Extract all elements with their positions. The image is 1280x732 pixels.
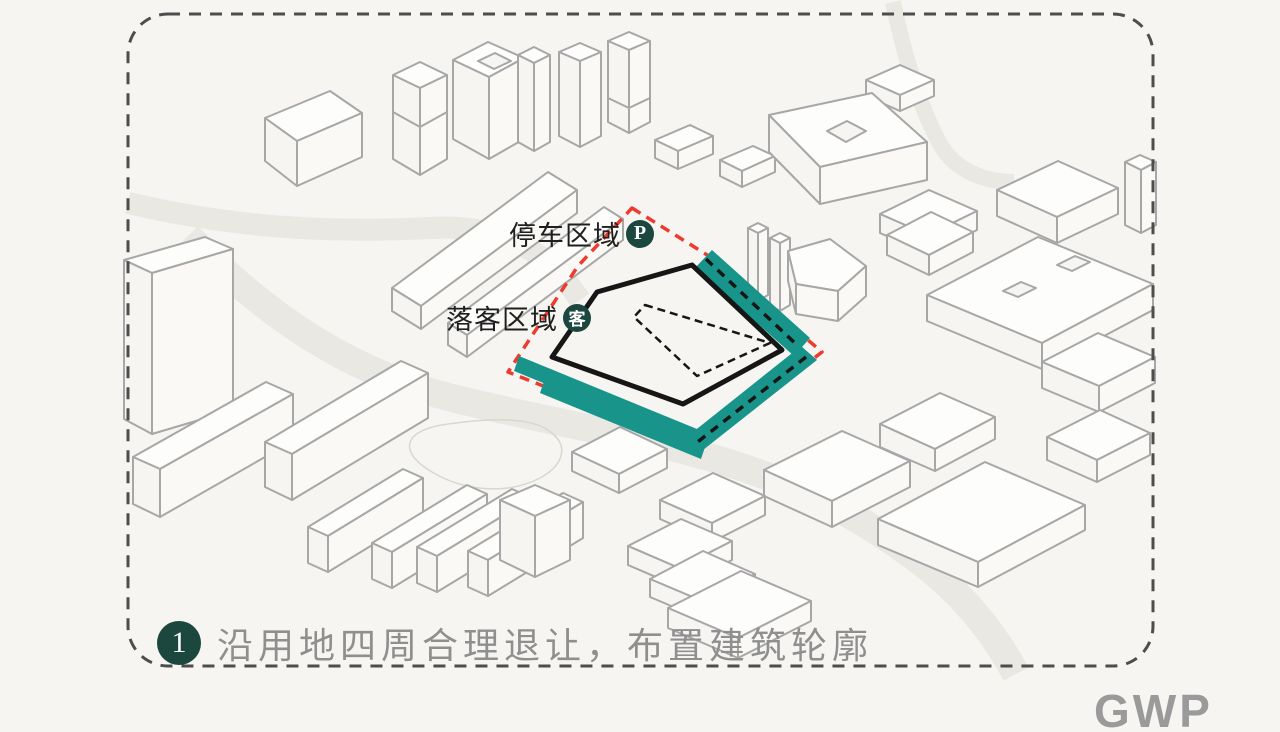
bldg-box500-right [534,499,571,578]
bldg-slimbar3-end [416,546,438,593]
bldg-cube-topleft-right [296,112,363,187]
bldg-bar1047-right [1096,432,1151,483]
bldg-pentagon-house-right [837,265,867,322]
bldg-slimbar4-end [467,550,489,597]
bldg-pentagon-house-front [795,283,839,322]
bldg-tower2-right [628,40,651,134]
bldg-slantroof-right [1056,187,1119,244]
step-caption-text: 沿用地四周合理退让，布置建筑轮廓 [217,626,874,666]
bldg-lshape-right [928,231,974,276]
bldg-leftbar-B-front [291,372,429,501]
bldg-courtyard2-holeB [1056,255,1091,272]
bldg-bar668-right [737,600,812,659]
site-inner-dashed-volume [632,303,772,378]
bldg-right-thin-right [1140,161,1157,234]
bldg-tower-partial-right [533,54,551,152]
step-number-badge: 1 [157,621,201,665]
bldg-courtyard-big-hole [826,120,867,143]
dropoff-zone-text: 落客区域 [446,305,558,335]
landscape-contour [408,419,563,490]
bldg-tower-partial-left [517,54,535,152]
bldg-courtyard-tower-hole [477,52,512,70]
bldg-tower-pair-divider [392,111,448,128]
bldg-courtyard-big-right [819,141,928,205]
parking-badge-icon: P [626,219,654,248]
site-building-outline [549,262,785,407]
bldg-courtyard-tower-left [452,59,490,160]
bldg-tower-pair-right [419,74,448,176]
dropoff-zone-label: 落客区域 客 [446,298,591,337]
bldg-bar880-right [934,416,996,472]
frame-dashed-border [126,12,1155,668]
bldg-thintower-b-left [769,237,781,312]
gwp-logo: GWP [1094,685,1213,732]
bldg-bigbar878-right [977,504,1086,588]
bldg-tower1-left [558,51,581,148]
bldg-tower2-divider [607,97,651,109]
bldg-bigbox763-right [831,460,911,528]
bldg-box572-right [618,448,668,494]
bldg-slimbar1-end [307,526,329,573]
bldg-thintower-a-right [757,227,769,302]
bldg-slabA-front [420,189,578,330]
site-dash-line-upper-right [704,257,800,348]
bldg-courtyard2-holeA [1002,281,1037,298]
bldg-right-thin-left [1124,161,1142,234]
dropoff-badge-icon: 客 [563,303,591,332]
bldg-backbox-right [899,79,935,112]
step-caption: 1 沿用地四周合理退让，布置建筑轮廓 [157,617,873,669]
bldg-left-slab-front [151,248,234,435]
road-main-swoosh [177,226,1029,681]
parking-zone-text: 停车区域 [509,221,621,251]
bldg-slimbar2-end [371,542,393,589]
bldg-tower1-right [579,51,602,148]
site-setback-bar-bottom-b [540,378,706,459]
bldg-smallbox-a-right [677,135,714,170]
parking-zone-label: 停车区域 P [509,214,654,253]
bldg-tower2-left [607,40,630,134]
bldg-smallbox-b-right [741,155,776,188]
road-top-right [885,0,1015,190]
bldg-slabB-front [466,218,624,358]
site-dash-line-lower-right [693,355,808,446]
bldg-rightbox-mid-right [1098,356,1156,413]
